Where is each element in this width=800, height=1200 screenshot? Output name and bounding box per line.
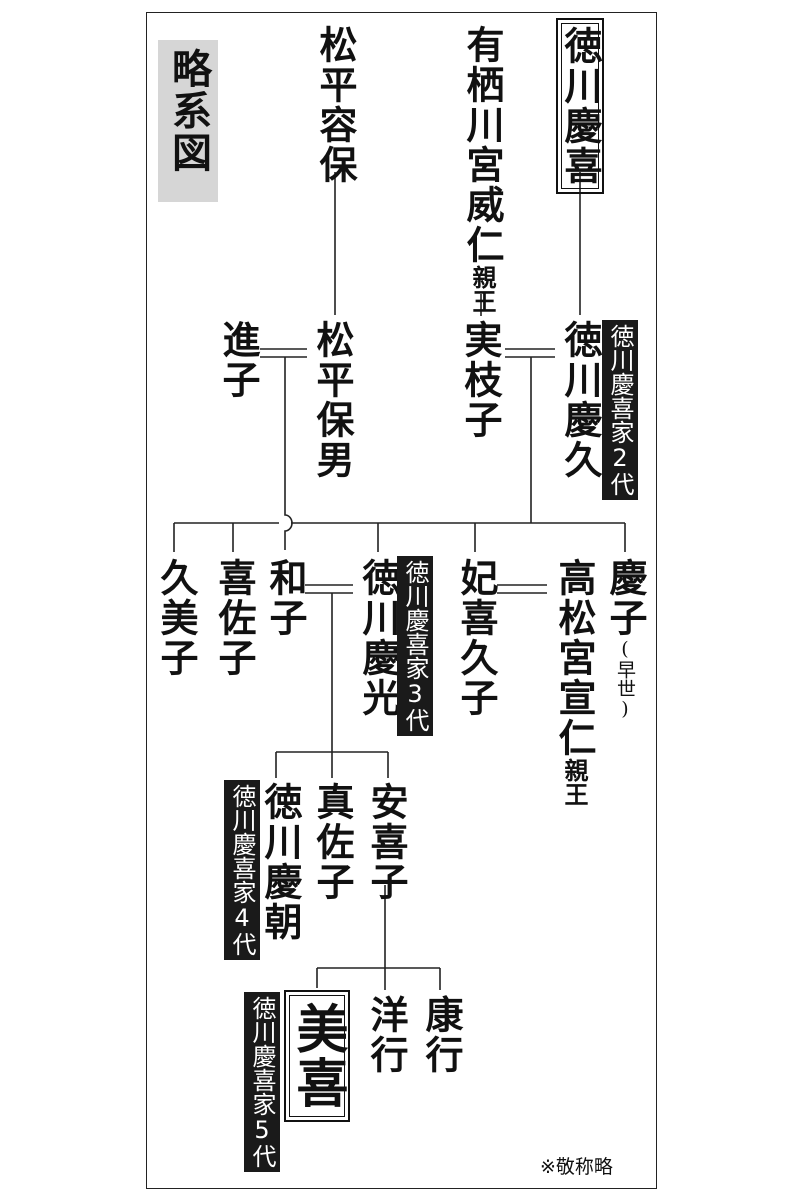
honorifics-omitted-note: ※敬称略	[540, 1156, 613, 1178]
person-arisugawa-takehito: 有栖川宮威仁親王	[460, 25, 505, 313]
person-takamatsu-nobuhito: 高松宮宣仁親王	[552, 558, 597, 806]
person-tokugawa-yoshimitsu: 徳川慶光	[356, 558, 401, 718]
person-mieko: 実枝子	[458, 320, 503, 440]
person-kisako: 喜佐子	[212, 558, 257, 678]
person-kikuko: 妃喜久子	[454, 558, 499, 718]
generation-label-2: 徳川慶喜家2代	[602, 320, 638, 500]
person-keiko: 慶子(早世)	[603, 558, 648, 720]
title-suffix: 親王	[560, 758, 589, 806]
generation-label-4: 徳川慶喜家4代	[224, 780, 260, 960]
diagram-frame	[146, 12, 657, 1189]
name: 高松宮宣仁	[552, 558, 597, 758]
generation-label-5: 徳川慶喜家5代	[244, 992, 280, 1172]
title: 略系図	[165, 48, 212, 174]
person-yoshiki: 美喜	[284, 990, 350, 1122]
generation-label-3: 徳川慶喜家3代	[397, 556, 433, 736]
person-tokugawa-yoshinobu: 徳川慶喜	[556, 18, 604, 194]
person-kumiko: 久美子	[154, 558, 199, 678]
person-tokugawa-yoshihisa: 徳川慶久	[558, 320, 603, 480]
person-hiroyuki: 洋行	[364, 995, 409, 1075]
title-suffix: 親王	[468, 265, 497, 313]
person-masako: 真佐子	[310, 782, 355, 902]
name: 有栖川宮威仁	[460, 25, 505, 265]
name: 慶子	[603, 558, 648, 638]
person-yukiko: 進子	[216, 320, 261, 400]
person-akiko: 安喜子	[364, 782, 409, 902]
note-early-death: (早世)	[614, 638, 636, 720]
title-box: 略系図	[158, 40, 218, 202]
person-matsudaira-morio: 松平保男	[310, 320, 355, 480]
person-yasuyuki: 康行	[419, 995, 464, 1075]
person-matsudaira-katamori: 松平容保	[313, 25, 358, 185]
person-kazuko: 和子	[263, 558, 308, 638]
person-tokugawa-yoshitomo: 徳川慶朝	[258, 782, 303, 942]
